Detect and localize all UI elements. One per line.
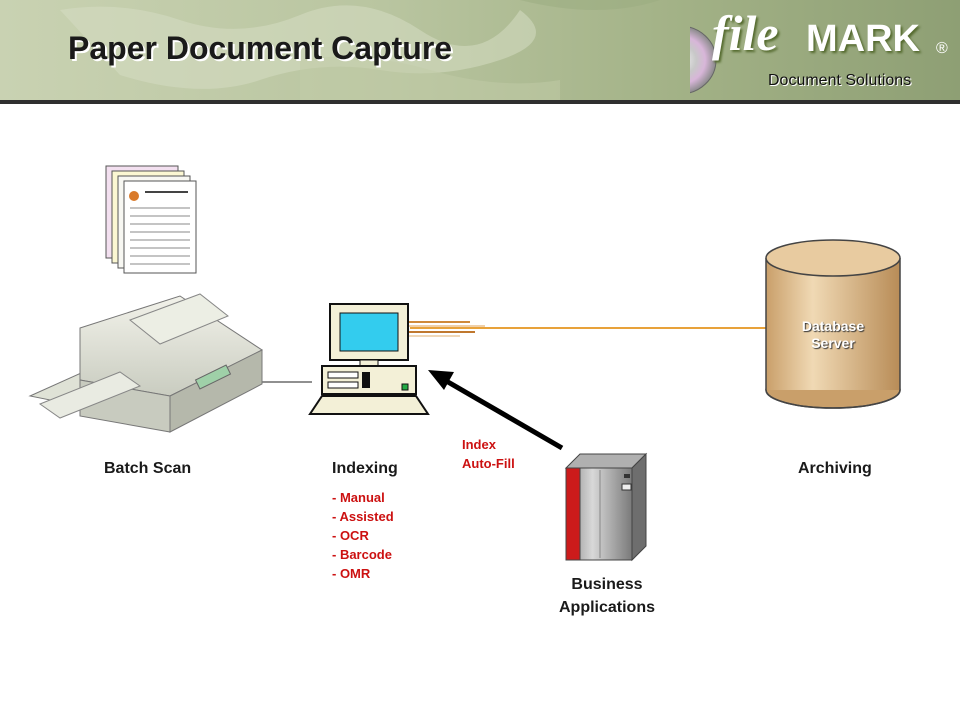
world-map-background-icon: [60, 0, 660, 100]
index-autofill-line2: Auto-Fill: [462, 456, 515, 471]
indexing-label: Indexing: [332, 460, 398, 477]
logo-subtitle: Document Solutions: [768, 72, 912, 89]
index-autofill-label: Index Auto-Fill: [462, 435, 515, 473]
database-label-line1: Database: [801, 318, 865, 334]
index-method-item: - Barcode: [332, 547, 392, 562]
database-label-line2: Server: [811, 335, 855, 351]
database-cylinder-icon: [765, 239, 901, 409]
header-banner: Paper Document Capture file MARK ® Docum…: [0, 0, 960, 100]
index-method-item: - Assisted: [332, 509, 394, 524]
logo-registered-mark: ®: [936, 40, 948, 57]
index-method-item: - OMR: [332, 566, 371, 581]
business-label-line1: Business: [571, 576, 643, 593]
page-title: Paper Document Capture: [68, 30, 453, 66]
paper-forms-icon: [105, 165, 197, 274]
scanner-icon: [28, 293, 263, 433]
index-method-item: - Manual: [332, 490, 385, 505]
archiving-label: Archiving: [798, 460, 872, 477]
index-autofill-line1: Index: [462, 437, 496, 452]
server-cabinet-icon: [564, 452, 648, 562]
logo-file-text: file: [712, 5, 779, 61]
business-label-line2: Applications: [558, 599, 655, 616]
logo-mark-text: MARK: [806, 18, 920, 60]
batch-scan-label: Batch Scan: [104, 460, 192, 477]
index-autofill-arrow: [428, 370, 564, 451]
header-divider: [0, 100, 960, 104]
data-stream-icon: [408, 321, 485, 337]
cd-disc-icon: [690, 26, 717, 94]
computer-icon: [308, 303, 430, 415]
database-server-label: Database Server: [788, 318, 878, 352]
index-methods-list: - Manual - Assisted - OCR - Barcode - OM…: [332, 488, 394, 583]
index-method-item: - OCR: [332, 528, 369, 543]
business-applications-label: Business Applications: [540, 573, 674, 619]
